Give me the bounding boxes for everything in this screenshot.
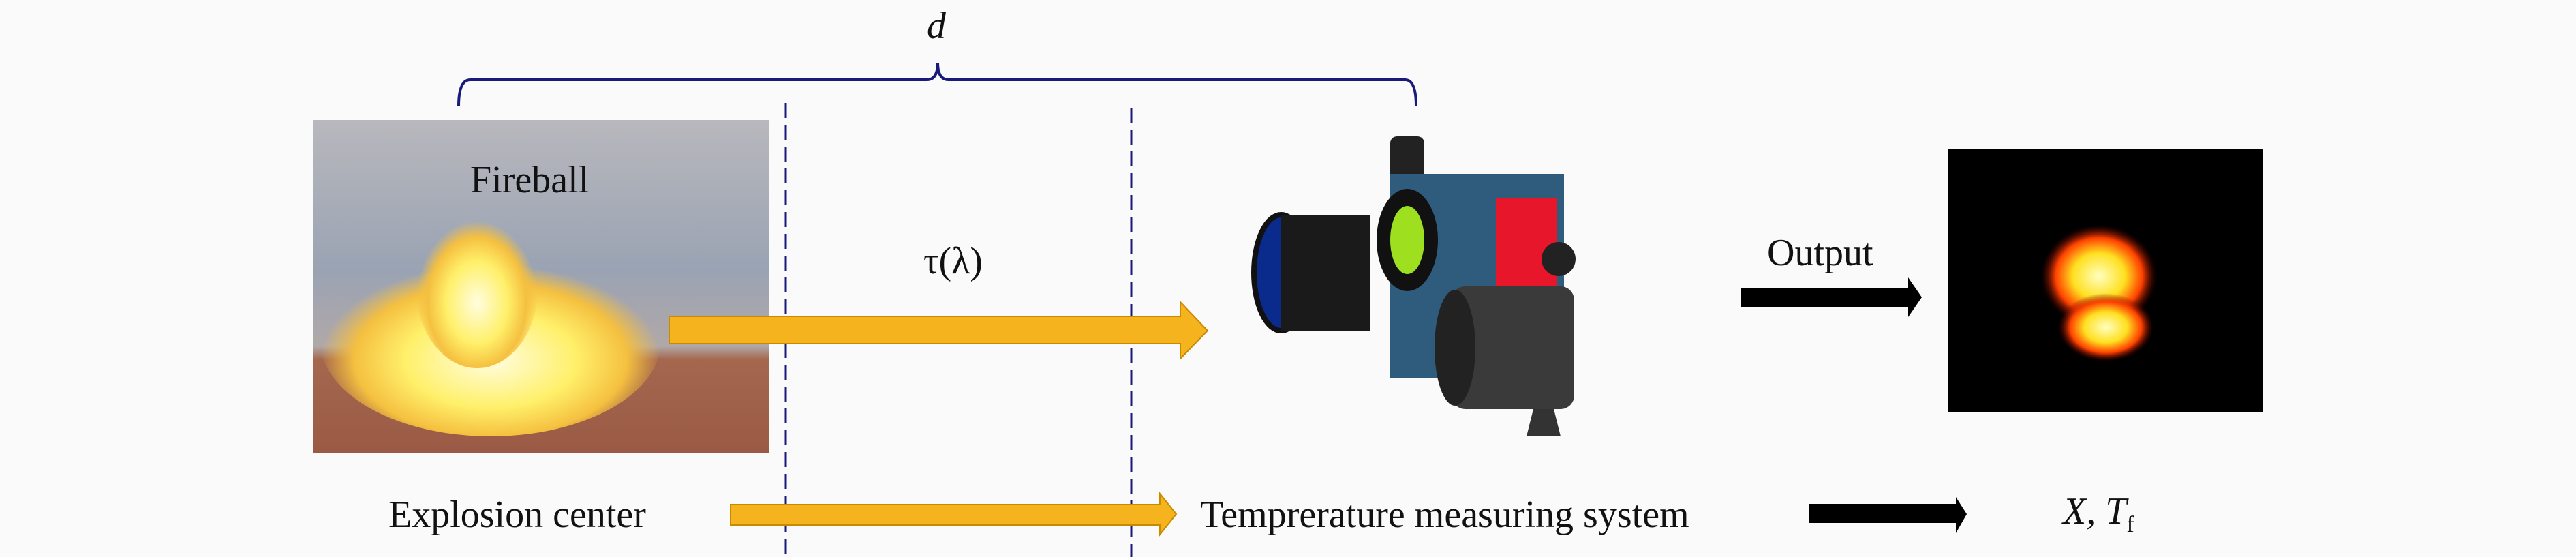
result-t: T: [2105, 490, 2127, 532]
fireball-label: Fireball: [470, 159, 589, 201]
result-subscript: f: [2126, 512, 2134, 538]
output-arrow: [1741, 277, 1922, 317]
measuring-system-label: Temprerature measuring system: [1200, 494, 1689, 536]
output-label: Output: [1767, 232, 1873, 274]
camera-image: [1251, 136, 1576, 436]
radiation-arrow: [669, 300, 1209, 361]
result-arrow: [1809, 497, 1967, 533]
distance-label: d: [927, 5, 946, 47]
fireball-photo: [313, 120, 769, 453]
result-label: X, Tf: [2063, 492, 2134, 537]
distance-brace: [457, 62, 1417, 107]
thermal-image: [1948, 149, 2263, 412]
explosion-center-label: Explosion center: [388, 494, 646, 536]
result-x: X,: [2063, 490, 2096, 532]
flow-arrow-orange: [730, 492, 1178, 537]
transmittance-label: τ(λ): [923, 240, 983, 282]
